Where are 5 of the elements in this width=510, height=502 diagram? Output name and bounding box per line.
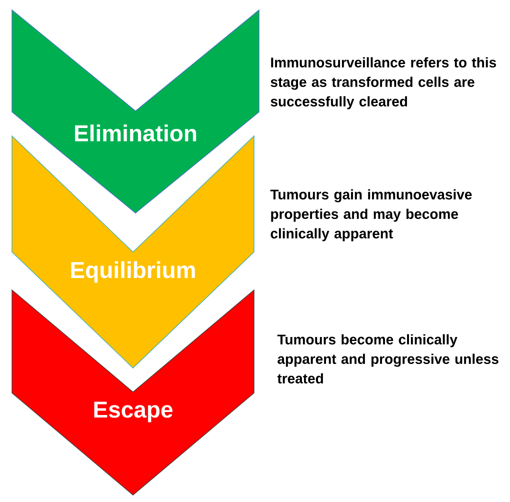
description-text: Tumours gain immunoevasive properties and may become clinically apparent [270, 189, 472, 242]
description-text: Immunosurveillance refers to this stage as transformed cells are successfully cleared [270, 57, 496, 110]
stage-band: Escape [12, 289, 254, 496]
stage-band: Elimination [12, 9, 260, 214]
description-text: Tumours become clinically apparent and progressive unless treated [277, 334, 498, 384]
